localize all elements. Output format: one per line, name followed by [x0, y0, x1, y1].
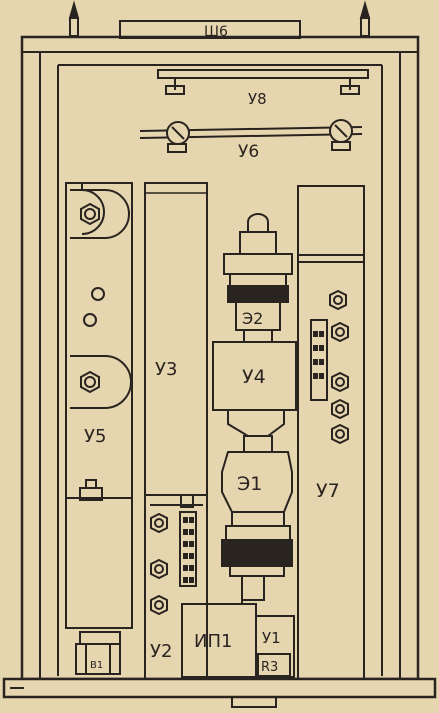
label-u2: У2 — [150, 641, 172, 662]
top-pin-left — [68, 0, 80, 37]
label-u6: У6 — [238, 142, 259, 162]
nut-icon — [331, 321, 349, 343]
center-column — [212, 213, 297, 601]
base-foot — [231, 696, 277, 708]
nut-icon — [331, 398, 349, 420]
label-u7: У7 — [316, 480, 340, 502]
inner-frame — [39, 51, 401, 680]
nut-icon — [331, 423, 349, 445]
label-u5: У5 — [84, 426, 106, 447]
label-u8: У8 — [248, 90, 267, 108]
nut-icon — [80, 202, 100, 226]
nut-icon — [331, 371, 349, 393]
label-u3: У3 — [155, 359, 177, 380]
unit-u4 — [212, 341, 297, 411]
unit-u6 — [139, 119, 363, 153]
label-r3: R3 — [261, 660, 278, 675]
label-b1: В1 — [90, 660, 103, 671]
label-ip1: ИП1 — [194, 631, 232, 652]
nut-icon — [150, 594, 168, 616]
unit-u2 — [144, 494, 208, 686]
nut-icon — [329, 289, 347, 311]
label-e2: Э2 — [242, 309, 263, 328]
unit-u5 — [65, 182, 133, 675]
nut-icon — [150, 512, 168, 534]
label-u4: У4 — [242, 366, 266, 388]
nut-icon — [80, 370, 100, 394]
unit-r3 — [257, 653, 291, 677]
label-u1: У1 — [262, 629, 281, 647]
unit-u7 — [297, 185, 365, 680]
label-sh6: Ш6 — [204, 24, 228, 40]
top-pin-right — [359, 0, 371, 37]
nut-icon — [150, 558, 168, 580]
label-e1: Э1 — [237, 473, 262, 495]
base-plate — [2, 677, 437, 699]
unit-u8 — [157, 69, 369, 95]
unit-u3 — [144, 182, 208, 496]
